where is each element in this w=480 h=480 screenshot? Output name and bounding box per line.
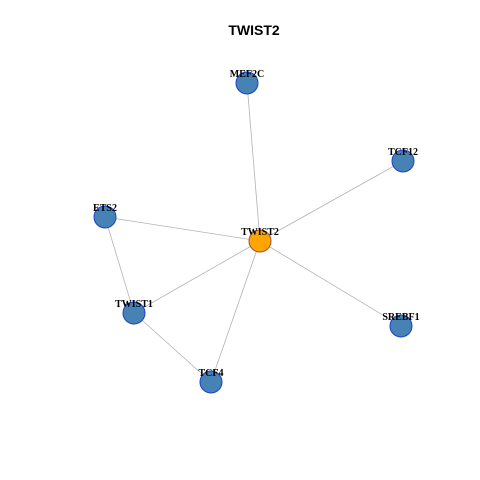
node-ets2: ETS2: [93, 203, 117, 229]
node-label-tcf12: TCF12: [388, 147, 418, 158]
node-circle-tcf4: [199, 370, 223, 394]
node-srebf1: SREBF1: [382, 312, 420, 338]
node-twist2: TWIST2: [241, 227, 279, 253]
node-circle-srebf1: [389, 314, 413, 338]
node-circle-tcf12: [391, 149, 415, 173]
node-label-tcf4: TCF4: [199, 368, 224, 379]
edge-twist2-tcf4: [210, 240, 261, 383]
edge-twist2-mef2c: [246, 82, 261, 242]
node-tcf4: TCF4: [199, 368, 224, 394]
node-twist1: TWIST1: [115, 299, 153, 325]
node-tcf12: TCF12: [388, 147, 418, 173]
node-label-mef2c: MEF2C: [230, 69, 264, 80]
node-label-ets2: ETS2: [93, 203, 117, 214]
node-label-srebf1: SREBF1: [382, 312, 419, 323]
node-label-twist1: TWIST1: [115, 299, 153, 310]
edge-twist1-tcf4: [133, 312, 212, 383]
edge-twist2-twist1: [133, 240, 261, 314]
node-mef2c: MEF2C: [230, 69, 264, 95]
edge-twist2-tcf12: [259, 160, 404, 242]
node-circle-mef2c: [235, 71, 259, 95]
node-circle-ets2: [93, 205, 117, 229]
node-label-twist2: TWIST2: [241, 227, 279, 238]
edge-twist2-srebf1: [259, 240, 402, 327]
graph-title: TWIST2: [228, 22, 280, 38]
edges-layer: [104, 82, 404, 383]
edge-ets2-twist1: [104, 216, 135, 314]
node-circle-twist2: [248, 229, 272, 253]
node-circle-twist1: [122, 301, 146, 325]
edge-twist2-ets2: [104, 216, 261, 242]
